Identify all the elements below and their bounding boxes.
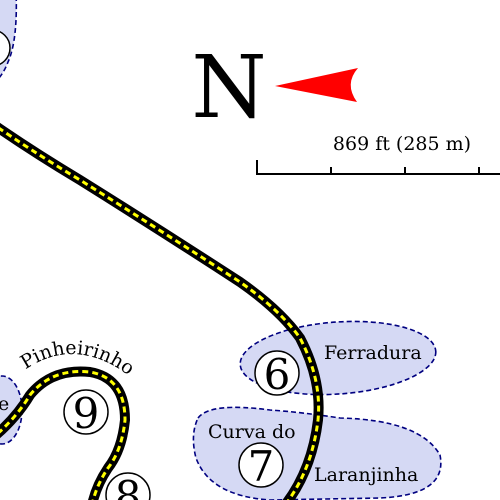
corner-name-7-line1: Curva do (208, 421, 296, 443)
corner-marker-8: 8 (105, 472, 151, 500)
race-track (0, 122, 324, 500)
track-centerline-hairpin (0, 369, 127, 500)
corner-marker-7: 7 (238, 442, 284, 491)
compass-north-letter: N (191, 38, 266, 138)
corner-marker-6: 6 (254, 350, 300, 399)
left-edge-label: e (0, 393, 9, 415)
compass: N (191, 38, 358, 138)
corner-name-7-line2: Laranjinha (314, 464, 418, 486)
corner-number-7: 7 (248, 442, 275, 491)
corner-name-6: Ferradura (324, 342, 422, 364)
track-centerline (0, 127, 321, 500)
scale-bar-label: 869 ft (285 m) (333, 133, 471, 155)
corner-markers: 6 7 8 9 (0, 31, 300, 500)
corner-number-9: 9 (73, 389, 100, 438)
north-arrow-icon (275, 68, 358, 102)
corner-number-8: 8 (115, 472, 142, 500)
corner-marker-9: 9 (63, 389, 109, 438)
corner-number-6: 6 (264, 350, 291, 399)
corner-marker-partial (0, 31, 11, 65)
scale-bar: 869 ft (285 m) (256, 133, 500, 175)
